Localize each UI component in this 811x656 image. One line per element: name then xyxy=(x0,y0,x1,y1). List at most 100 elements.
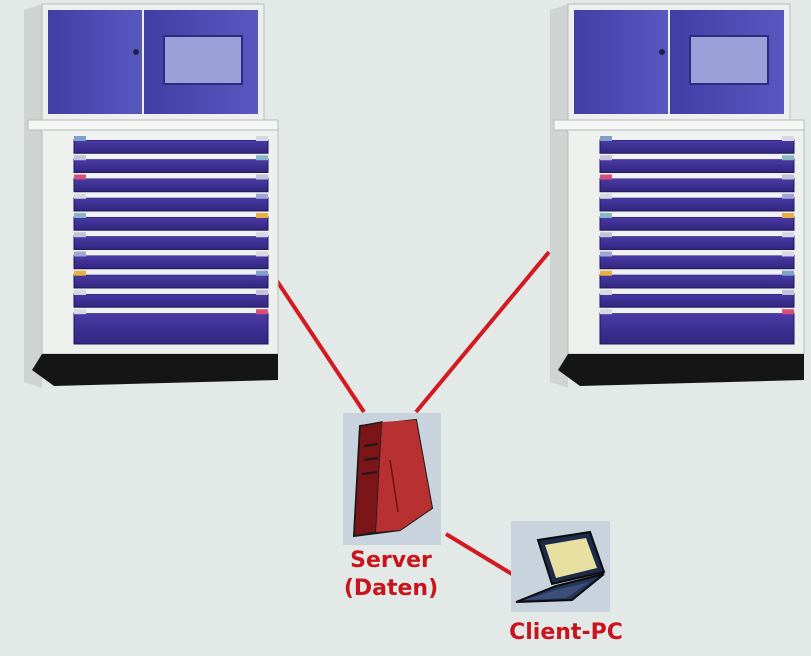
cabinet-drawer xyxy=(599,235,795,250)
cabinet-drawer xyxy=(73,158,269,173)
drawer-label-tab-left xyxy=(600,212,612,218)
drawer-handle xyxy=(600,136,794,140)
cabinet-plinth xyxy=(558,354,804,386)
drawer-label-tab-right xyxy=(782,232,794,238)
drawer-label-tab-left xyxy=(74,251,86,257)
server-label: Server (Daten) xyxy=(326,547,456,603)
cabinet-side xyxy=(24,4,42,388)
drawer-label-tab-right xyxy=(782,155,794,161)
cabinet-drawer xyxy=(599,216,795,231)
drawer-handle xyxy=(74,232,268,237)
drawer-label-tab-left xyxy=(600,251,612,257)
drawer-label-tab-left xyxy=(600,174,612,180)
cabinet-drawer xyxy=(73,254,269,270)
drawer-handle xyxy=(600,289,794,294)
cabinet-drawer xyxy=(73,274,269,289)
drawer-handle xyxy=(600,193,794,198)
drawer-label-tab-right xyxy=(782,193,794,199)
drawer-label-tab-left xyxy=(600,193,612,199)
client-label: Client-PC xyxy=(509,620,623,645)
drawer-handle xyxy=(600,270,794,275)
drawer-handle xyxy=(74,174,268,179)
drawer-label-tab-right xyxy=(256,289,268,295)
cabinet-drawer xyxy=(73,312,269,345)
drawer-handle xyxy=(74,136,268,140)
cabinet-window xyxy=(163,35,243,85)
drawer-label-tab-left xyxy=(600,270,612,276)
drawer-label-tab-right xyxy=(256,155,268,161)
cabinet-door-left xyxy=(574,10,668,114)
drawer-handle xyxy=(74,155,268,160)
cabinet-plinth xyxy=(32,354,278,386)
cabinet-drawer xyxy=(73,235,269,250)
tool-cabinet-right xyxy=(550,3,805,388)
drawer-label-tab-right xyxy=(782,136,794,141)
cabinet-lock xyxy=(659,49,665,55)
drawer-label-tab-right xyxy=(256,174,268,180)
drawer-handle xyxy=(600,232,794,237)
drawer-label-tab-right xyxy=(782,309,794,315)
cabinet-drawer xyxy=(599,197,795,212)
drawer-label-tab-left xyxy=(74,212,86,218)
drawer-handle xyxy=(74,289,268,294)
cabinet-drawer xyxy=(73,216,269,231)
drawer-handle xyxy=(600,155,794,160)
laptop-icon xyxy=(511,521,610,612)
cabinet-drawer xyxy=(73,139,269,154)
drawer-label-tab-left xyxy=(74,174,86,180)
tool-cabinet-left xyxy=(24,3,279,388)
cabinet-drawer xyxy=(599,158,795,173)
server-tower-icon xyxy=(343,413,441,545)
drawer-handle xyxy=(600,174,794,179)
cabinet-drawer xyxy=(599,274,795,289)
drawer-label-tab-left xyxy=(600,155,612,161)
cabinet-drawer xyxy=(73,197,269,212)
cabinet-drawer xyxy=(599,254,795,270)
drawer-handle xyxy=(74,309,268,314)
cabinet-window xyxy=(689,35,769,85)
drawer-label-tab-left xyxy=(74,309,86,315)
drawer-label-tab-left xyxy=(74,193,86,199)
drawer-label-tab-right xyxy=(256,136,268,141)
cabinet-drawer xyxy=(599,312,795,345)
drawer-label-tab-right xyxy=(256,212,268,218)
drawer-handle xyxy=(74,270,268,275)
drawer-label-tab-right xyxy=(782,212,794,218)
link-cabinet-left-server xyxy=(275,279,366,414)
drawer-label-tab-left xyxy=(600,289,612,295)
cabinet-drawer xyxy=(599,177,795,193)
drawer-handle xyxy=(74,212,268,217)
cabinet-drawer xyxy=(599,293,795,308)
cabinet-drawer xyxy=(73,177,269,193)
drawer-label-tab-right xyxy=(256,251,268,257)
drawer-label-tab-left xyxy=(74,270,86,276)
server-label-line1: Server xyxy=(350,548,432,573)
cabinet-top-ledge xyxy=(27,119,279,131)
drawer-label-tab-right xyxy=(782,174,794,180)
cabinet-side xyxy=(550,4,568,388)
drawer-label-tab-right xyxy=(256,309,268,315)
drawer-label-tab-left xyxy=(74,155,86,161)
drawer-label-tab-right xyxy=(782,251,794,257)
cabinet-drawer xyxy=(73,293,269,308)
drawer-handle xyxy=(600,309,794,314)
server-label-line2: (Daten) xyxy=(343,576,439,601)
drawer-label-tab-right xyxy=(782,270,794,276)
drawer-label-tab-right xyxy=(256,232,268,238)
cabinet-top-ledge xyxy=(553,119,805,131)
drawer-label-tab-left xyxy=(74,136,86,141)
drawer-label-tab-left xyxy=(600,309,612,315)
drawer-label-tab-right xyxy=(782,289,794,295)
drawer-label-tab-left xyxy=(600,232,612,238)
drawer-handle xyxy=(600,212,794,217)
drawer-handle xyxy=(74,251,268,256)
drawer-label-tab-left xyxy=(74,232,86,238)
drawer-label-tab-left xyxy=(74,289,86,295)
cabinet-door-left xyxy=(48,10,142,114)
drawer-label-tab-right xyxy=(256,270,268,276)
cabinet-lock xyxy=(133,49,139,55)
drawer-label-tab-right xyxy=(256,193,268,199)
drawer-handle xyxy=(600,251,794,256)
cabinet-drawer xyxy=(599,139,795,154)
